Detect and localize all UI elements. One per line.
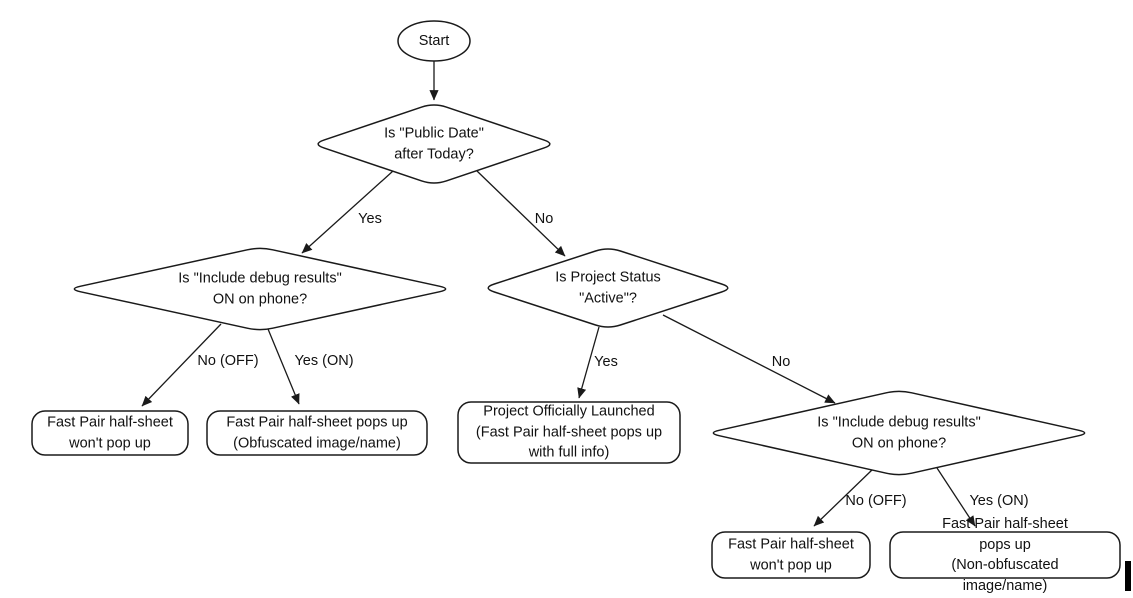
edge-label-debug-left-no-off: No (OFF) <box>197 352 259 369</box>
result-no-popup-left-label: Fast Pair half-sheet won't pop up <box>47 414 173 452</box>
edge-label-debug-left-yes-on: Yes (ON) <box>294 352 354 369</box>
edge-debug-right-no-off <box>813 468 874 527</box>
edge-debug-left-no-off <box>141 323 222 407</box>
edge-public-date-no <box>476 170 566 257</box>
decision-public-date-shape <box>317 104 551 184</box>
decision-public-date-label: Is "Public Date" after Today? <box>384 125 484 163</box>
edge-debug-left-yes-on <box>267 328 300 405</box>
start-node-shape <box>397 20 471 62</box>
result-popup-non-obfuscated-shape <box>889 531 1121 579</box>
result-popup-non-obfuscated-label: Fast Pair half-sheet pops up (Non-obfusc… <box>942 516 1068 594</box>
edge-label-project-status-no: No <box>771 353 791 370</box>
result-no-popup-right-label: Fast Pair half-sheet won't pop up <box>728 536 854 574</box>
decision-project-status-shape <box>487 248 729 328</box>
decision-debug-left-label: Is "Include debug results" ON on phone? <box>178 270 342 308</box>
decision-debug-results-right-shape <box>712 390 1086 476</box>
edge-label-public-date-yes: Yes <box>358 210 382 227</box>
edge-label-debug-right-no-off: No (OFF) <box>845 492 907 509</box>
start-node-label: Start <box>418 32 450 49</box>
edge-label-debug-right-yes-on: Yes (ON) <box>969 492 1029 509</box>
result-no-popup-right-shape <box>711 531 871 579</box>
text-cursor-bar <box>1125 561 1131 591</box>
result-launched-label: Project Officially Launched (Fast Pair h… <box>475 403 663 461</box>
edge-project-status-no <box>662 314 836 404</box>
edge-debug-right-yes-on <box>936 467 976 527</box>
decision-project-status-label: Is Project Status "Active"? <box>555 269 661 307</box>
decision-debug-right-label: Is "Include debug results" ON on phone? <box>817 414 981 452</box>
edge-project-status-yes <box>577 326 600 399</box>
result-no-popup-left-shape <box>31 410 189 456</box>
decision-debug-results-left-shape <box>73 247 447 331</box>
edge-public-date-yes <box>301 170 394 254</box>
result-popup-obfuscated-label: Fast Pair half-sheet pops up (Obfuscated… <box>226 414 408 452</box>
edge-label-public-date-no: No <box>534 210 554 227</box>
result-launched-shape <box>457 401 681 464</box>
edge-label-project-status-yes: Yes <box>594 353 618 370</box>
result-popup-obfuscated-shape <box>206 410 428 456</box>
